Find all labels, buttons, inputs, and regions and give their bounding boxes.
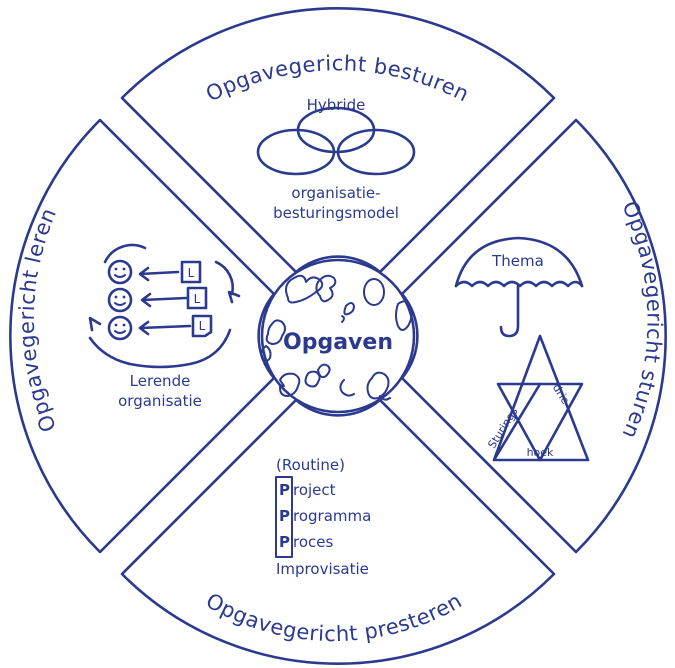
card-l-icon: L	[191, 314, 213, 338]
segment-right	[400, 118, 667, 554]
ppp-list: (Routine) P roject P rogramma P roces Im…	[275, 456, 371, 578]
card-l-icon: L	[186, 286, 208, 310]
svg-text:L: L	[199, 319, 206, 333]
proces-label: roces	[293, 533, 333, 551]
arrow-left-icon	[138, 320, 192, 336]
segment-left	[9, 118, 276, 554]
model-label-line2: besturingsmodel	[273, 204, 399, 222]
blob-icon	[366, 371, 391, 401]
routine-label: (Routine)	[276, 456, 345, 474]
title-bottom-arc: Opgavegericht presteren	[202, 588, 466, 646]
boxed-letter: P	[279, 507, 290, 525]
title-left-arc: Opgavegericht leren	[15, 204, 61, 435]
blob-icon	[260, 319, 286, 362]
organisatie-label: organisatie	[118, 392, 202, 410]
title-right-arc: Opgavegericht sturen	[617, 198, 666, 443]
blob-icon	[279, 372, 301, 397]
learning-cycle-icon: L L L	[88, 243, 241, 369]
svg-text:L: L	[188, 266, 195, 280]
svg-text:L: L	[194, 292, 201, 306]
card-l-icon: L	[180, 260, 202, 284]
segment-bottom	[120, 398, 556, 665]
sturingsdriehoek-icon: Sturings drie hoek	[485, 334, 590, 462]
smiley-icon	[107, 259, 133, 285]
arrow-left-icon	[138, 266, 180, 282]
overlapping-ellipses-icon	[256, 106, 416, 176]
lerende-label: Lerende	[130, 372, 191, 390]
project-label: roject	[293, 481, 336, 499]
blob-icon	[341, 302, 355, 323]
arrow-left-icon	[140, 292, 188, 308]
improvisatie-label: Improvisatie	[276, 560, 369, 578]
segment-top	[120, 7, 556, 274]
umbrella-icon: Thema	[454, 236, 584, 338]
model-label-line1: organisatie-	[291, 184, 380, 202]
blob-icon	[395, 300, 413, 331]
smiley-icon	[107, 287, 133, 313]
thema-label: Thema	[491, 252, 544, 270]
ppp-box	[275, 476, 293, 558]
smiley-icon	[107, 315, 133, 341]
blob-icon	[339, 379, 355, 397]
blob-icon	[363, 278, 385, 306]
boxed-letter: P	[279, 533, 290, 551]
center-circle: Opgaven	[260, 258, 416, 414]
triangle-bottom-label: hoek	[527, 446, 554, 459]
triangle-right-label: drie	[550, 382, 572, 407]
blob-icon	[315, 274, 337, 303]
blob-icon	[304, 363, 331, 388]
center-label: Opgaven	[283, 330, 393, 355]
boxed-letter: P	[279, 481, 290, 499]
programma-label: rogramma	[293, 507, 371, 525]
